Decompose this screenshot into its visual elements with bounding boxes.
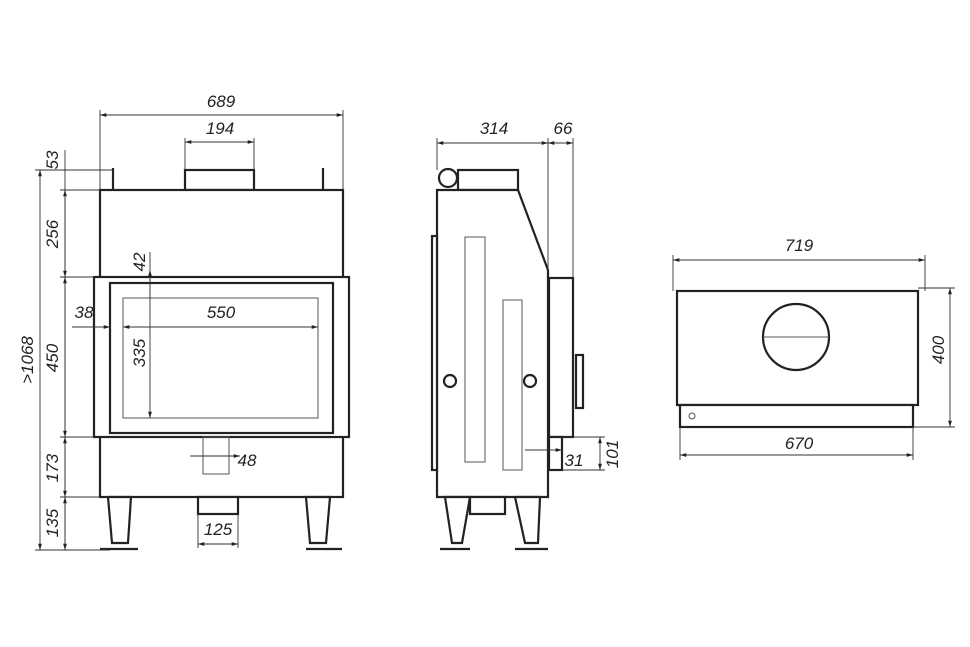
dim-101: 101 bbox=[603, 440, 622, 468]
side-body bbox=[435, 188, 550, 499]
dim-38: 38 bbox=[75, 303, 94, 322]
front-dimensions: 689 194 >1068 53 256 450 173 135 42 335 … bbox=[18, 92, 344, 551]
dim-135: 135 bbox=[43, 508, 62, 537]
dim-width-689: 689 bbox=[207, 92, 236, 111]
dim-48: 48 bbox=[238, 451, 257, 470]
dim-flue-194: 194 bbox=[206, 119, 234, 138]
dim-314: 314 bbox=[480, 119, 508, 138]
glass bbox=[122, 297, 319, 419]
glass-frame bbox=[108, 281, 335, 435]
dim-125: 125 bbox=[204, 520, 233, 539]
dim-670: 670 bbox=[785, 434, 814, 453]
bottom-spigot bbox=[196, 495, 240, 516]
top-base bbox=[678, 403, 915, 429]
side-dimensions: 314 66 31 101 bbox=[436, 119, 622, 471]
air-regulator bbox=[202, 436, 230, 475]
dim-550: 550 bbox=[207, 303, 236, 322]
side-door bbox=[547, 276, 575, 439]
dim-450: 450 bbox=[43, 343, 62, 372]
side-view bbox=[430, 167, 585, 551]
door-handle bbox=[574, 353, 585, 410]
dim-400: 400 bbox=[929, 335, 948, 364]
dim-66: 66 bbox=[554, 119, 573, 138]
dim-53: 53 bbox=[43, 150, 62, 169]
dim-173: 173 bbox=[43, 453, 62, 482]
flue-collar bbox=[183, 168, 256, 192]
dim-height-total: >1068 bbox=[18, 336, 37, 384]
front-view bbox=[92, 168, 351, 551]
dim-335: 335 bbox=[130, 338, 149, 367]
top-view bbox=[675, 289, 920, 429]
top-dimensions: 719 400 670 bbox=[672, 236, 955, 460]
dim-719: 719 bbox=[785, 236, 814, 255]
dim-31: 31 bbox=[565, 451, 584, 470]
dim-42: 42 bbox=[130, 252, 149, 271]
dim-256: 256 bbox=[43, 219, 62, 249]
